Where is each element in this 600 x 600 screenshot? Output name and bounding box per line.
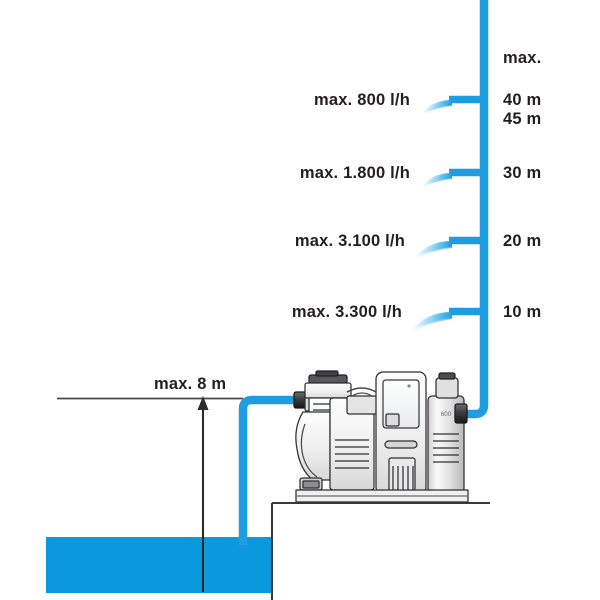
control-display-column (375, 371, 427, 495)
outlet-tap-30m (420, 168, 484, 189)
height-label-20m: 20 m (503, 232, 542, 250)
pump-illustration: 600 (293, 370, 469, 503)
flow-rate-label-20m: max. 3.100 l/h (294, 232, 405, 250)
outlet-tap-40m (420, 95, 484, 116)
outlet-tap-20m (413, 236, 484, 261)
max-delivery-height-line2: 45 m (503, 109, 542, 128)
pump-outlet-port (454, 403, 468, 424)
ground-platform-outline (270, 501, 490, 600)
max-delivery-height-label: max. 45 m (503, 8, 541, 169)
flow-rate-label-40m: max. 800 l/h (314, 91, 410, 109)
height-label-30m: 30 m (503, 164, 542, 182)
height-label-10m: 10 m (503, 303, 542, 321)
delivery-pipe (455, 0, 489, 419)
suction-hose (238, 395, 300, 545)
height-label-40m: 40 m (503, 91, 542, 109)
max-delivery-height-line1: max. (503, 49, 542, 68)
outlet-tap-10m (409, 307, 484, 334)
water-basin (46, 537, 273, 593)
pump-top-tube (346, 387, 377, 393)
pump-volute-casing (295, 411, 331, 491)
motor-fin-block (329, 392, 378, 491)
max-suction-height-label: max. 8 m (154, 375, 227, 393)
svg-text:600: 600 (441, 411, 452, 418)
pressure-vessel: 600 (427, 372, 465, 495)
pump-base (295, 489, 469, 503)
suction-height-arrow (197, 396, 209, 592)
flow-rate-label-30m: max. 1.800 l/h (299, 164, 410, 182)
flow-rate-label-10m: max. 3.300 l/h (291, 303, 402, 321)
